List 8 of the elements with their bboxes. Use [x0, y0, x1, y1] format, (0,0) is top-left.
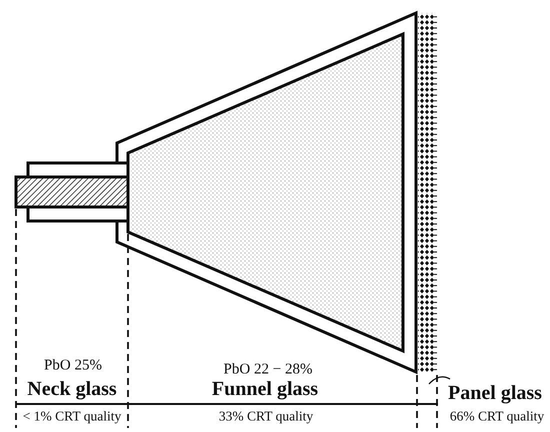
- part-label: Neck glass: [27, 379, 117, 399]
- quality-label: 33% CRT quality: [218, 409, 314, 423]
- part-label: Panel glass: [448, 383, 542, 403]
- part-label: Funnel glass: [212, 379, 318, 399]
- quality-label: < 1% CRT quality: [22, 409, 122, 423]
- composition-label: PbO 22 − 28%: [224, 362, 312, 378]
- quality-label: 66% CRT quality: [450, 409, 544, 423]
- composition-label: PbO 25%: [44, 358, 102, 374]
